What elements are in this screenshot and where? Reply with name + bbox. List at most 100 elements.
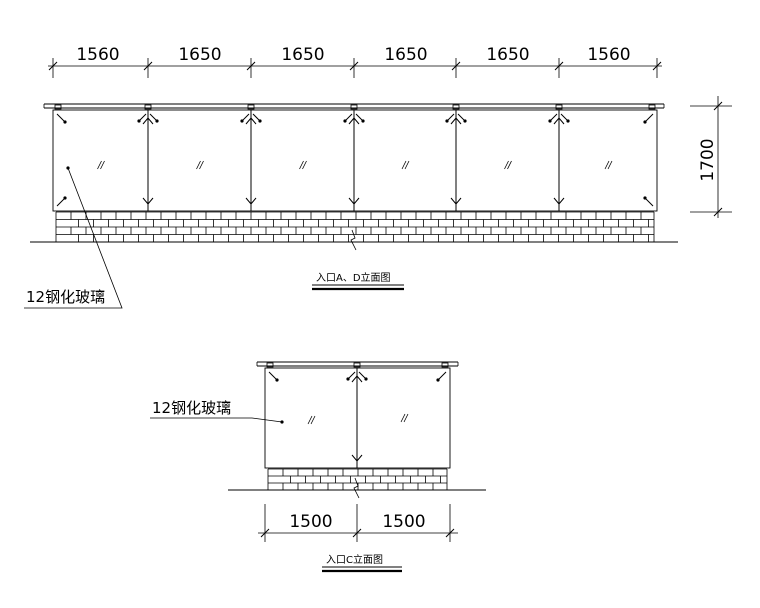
fitting-point: [643, 196, 647, 200]
fitting-arm: [252, 113, 261, 122]
fitting-arm: [446, 113, 455, 122]
dim-tick: [349, 61, 359, 71]
fitting-point: [643, 120, 647, 124]
fitting-point: [445, 119, 449, 123]
fitting-arm: [149, 113, 158, 122]
c-elevation-title: 入口C立面图: [326, 553, 383, 566]
glass-mark: [196, 160, 201, 170]
fitting-plate: [266, 362, 274, 368]
glass-mark: [400, 413, 406, 423]
dim-tick: [451, 61, 461, 71]
fitting-point: [240, 119, 244, 123]
fitting-point: [155, 119, 159, 123]
glass-mark: [607, 160, 613, 170]
dim-tick: [652, 61, 662, 71]
glass-mark: [310, 415, 316, 425]
height-dimension: 1700: [690, 96, 732, 218]
fitting-plate: [452, 104, 460, 110]
c-brick-base: [267, 468, 448, 491]
dim-label-2: 1650: [178, 45, 221, 65]
glass-mark: [401, 160, 407, 170]
glass-mark: [504, 160, 509, 170]
fitting-plate: [54, 104, 62, 110]
fitting-plate: [247, 104, 255, 110]
fitting-arm: [549, 113, 558, 122]
dim-label-6: 1560: [587, 45, 630, 65]
fitting-point: [63, 120, 67, 124]
c-dim-label-1: 1500: [289, 512, 332, 532]
fitting-point: [463, 119, 467, 123]
glass-mark: [507, 160, 512, 170]
fitting-plate: [441, 362, 449, 368]
dim-label-5: 1650: [486, 45, 529, 65]
callout-leader: [24, 167, 123, 309]
break-mark: [350, 229, 357, 251]
fitting-arm: [644, 197, 654, 207]
fitting-arm: [344, 113, 353, 122]
fitting-arm: [138, 113, 147, 122]
fitting-arm: [56, 113, 66, 123]
glass-panel-frame: [52, 109, 658, 212]
dim-tick: [554, 61, 564, 71]
fitting-arm: [358, 371, 367, 380]
fitting-point: [346, 377, 350, 381]
fitting-arm: [560, 113, 569, 122]
arrow-head: [348, 197, 360, 205]
fitting-point: [436, 378, 440, 382]
arrow-head: [142, 117, 154, 125]
fitting-point: [137, 119, 141, 123]
glass-mark: [604, 160, 610, 170]
arrow-head: [142, 197, 154, 205]
arrow-head: [351, 454, 363, 462]
c-spider-fittings: [266, 362, 449, 382]
c-break-mark: [353, 477, 360, 499]
glass-mark: [307, 415, 313, 425]
height-label: 1700: [698, 138, 718, 181]
arrow-head: [351, 375, 363, 383]
fitting-plate: [555, 104, 563, 110]
elevation-title: 入口A、D立面图: [316, 271, 391, 284]
elevation-ad: 1560 1650 1650 1650 1650 1560: [24, 45, 732, 309]
callout-label: 12钢化玻璃: [26, 288, 105, 306]
fitting-arm: [347, 371, 356, 380]
fitting-point: [566, 119, 570, 123]
glass-mark: [403, 413, 409, 423]
arrow-head: [348, 117, 360, 125]
glass-mark: [97, 160, 102, 170]
fitting-plate: [648, 104, 656, 110]
glass-mark: [404, 160, 410, 170]
fitting-point: [343, 119, 347, 123]
arrow-head: [245, 117, 257, 125]
fitting-arm: [644, 113, 654, 123]
dim-label-3: 1650: [281, 45, 324, 65]
c-dim-label-2: 1500: [382, 512, 425, 532]
dim-label-1: 1560: [76, 45, 119, 65]
fitting-arm: [56, 197, 66, 207]
dim-tick: [48, 61, 58, 71]
dim-label-4: 1650: [384, 45, 427, 65]
top-rail: [43, 103, 665, 109]
fitting-arm: [268, 371, 278, 381]
spider-fittings: [54, 104, 656, 207]
c-callout-leader: [150, 417, 283, 423]
glass-mark: [100, 160, 105, 170]
glass-mark: [199, 160, 204, 170]
fitting-arm: [437, 371, 447, 381]
fitting-arm: [355, 113, 364, 122]
c-dimension-chain: 1500 1500: [258, 504, 458, 542]
dim-tick: [143, 61, 153, 71]
arrow-head: [553, 197, 565, 205]
glass-mark: [302, 160, 307, 170]
arrow-head: [450, 197, 462, 205]
top-dimension-chain: 1560 1650 1650 1650 1650 1560: [48, 45, 662, 78]
fitting-plate: [353, 362, 361, 368]
fitting-arm: [241, 113, 250, 122]
arrow-head: [245, 197, 257, 205]
fitting-plate: [144, 104, 152, 110]
fitting-point: [258, 119, 262, 123]
arrow-head: [553, 117, 565, 125]
glass-mark: [299, 160, 304, 170]
c-panel-joints: [351, 368, 363, 468]
glass-marks: [97, 160, 613, 170]
